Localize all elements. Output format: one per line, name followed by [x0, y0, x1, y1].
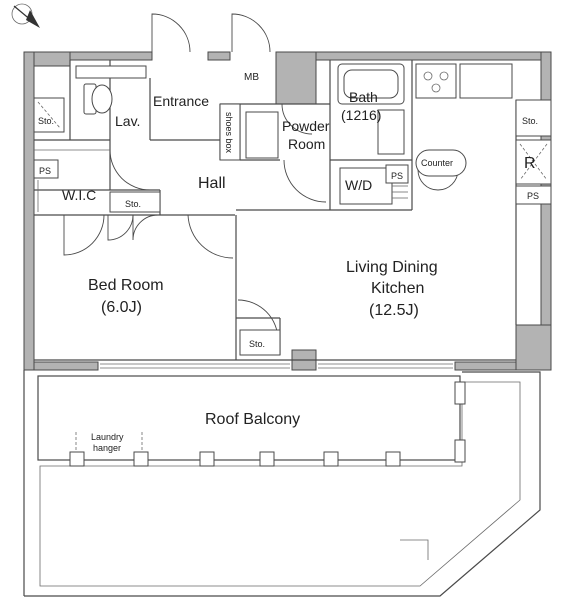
label-shoes-box: shoes box: [224, 112, 234, 154]
label-bath-size: (1216): [341, 107, 381, 123]
label-mb: MB: [244, 72, 259, 83]
doors: [63, 13, 459, 341]
label-lav: Lav.: [115, 113, 140, 129]
label-laundry: Laundry: [91, 432, 124, 442]
label-hall: Hall: [198, 175, 226, 192]
label-ldk-1: Living Dining: [346, 259, 438, 276]
label-wic: W.I.C: [62, 187, 96, 203]
label-powder-room: Room: [288, 136, 325, 152]
stove-icon: [415, 63, 457, 99]
ps-label: PS: [391, 171, 403, 181]
label-bed-size: (6.0J): [101, 299, 142, 316]
label-entrance: Entrance: [153, 93, 209, 109]
windows: [100, 363, 453, 369]
balcony: [23, 370, 541, 597]
toilet-icon: [83, 83, 113, 115]
label-wd: W/D: [345, 177, 372, 193]
label-bed-room: Bed Room: [88, 277, 164, 294]
label-balcony: Roof Balcony: [205, 411, 300, 428]
ps-label: PS: [527, 191, 539, 201]
sink-icon: [245, 111, 279, 159]
fixtures: [33, 63, 552, 356]
storage-marks: Sto. Sto. Sto. Sto. PS PS PS: [38, 116, 539, 349]
label-ldk-size: (12.5J): [369, 302, 419, 319]
label-counter: Counter: [421, 158, 453, 168]
ps-label: PS: [39, 166, 51, 176]
label-bath: Bath: [349, 89, 378, 105]
sto-label: Sto.: [125, 199, 141, 209]
compass-icon: [11, 3, 40, 28]
label-r: R: [524, 155, 536, 172]
sto-label: Sto.: [522, 116, 538, 126]
label-hanger: hanger: [93, 443, 121, 453]
label-powder: Powder: [282, 118, 330, 134]
sto-label: Sto.: [249, 339, 265, 349]
room-labels: Entrance Lav. MB Bath (1216) Powder Room…: [62, 72, 536, 453]
sto-label: Sto.: [38, 116, 54, 126]
outer-walls: [23, 51, 552, 371]
label-ldk-2: Kitchen: [371, 280, 424, 297]
bathtub-icon: [337, 63, 405, 105]
